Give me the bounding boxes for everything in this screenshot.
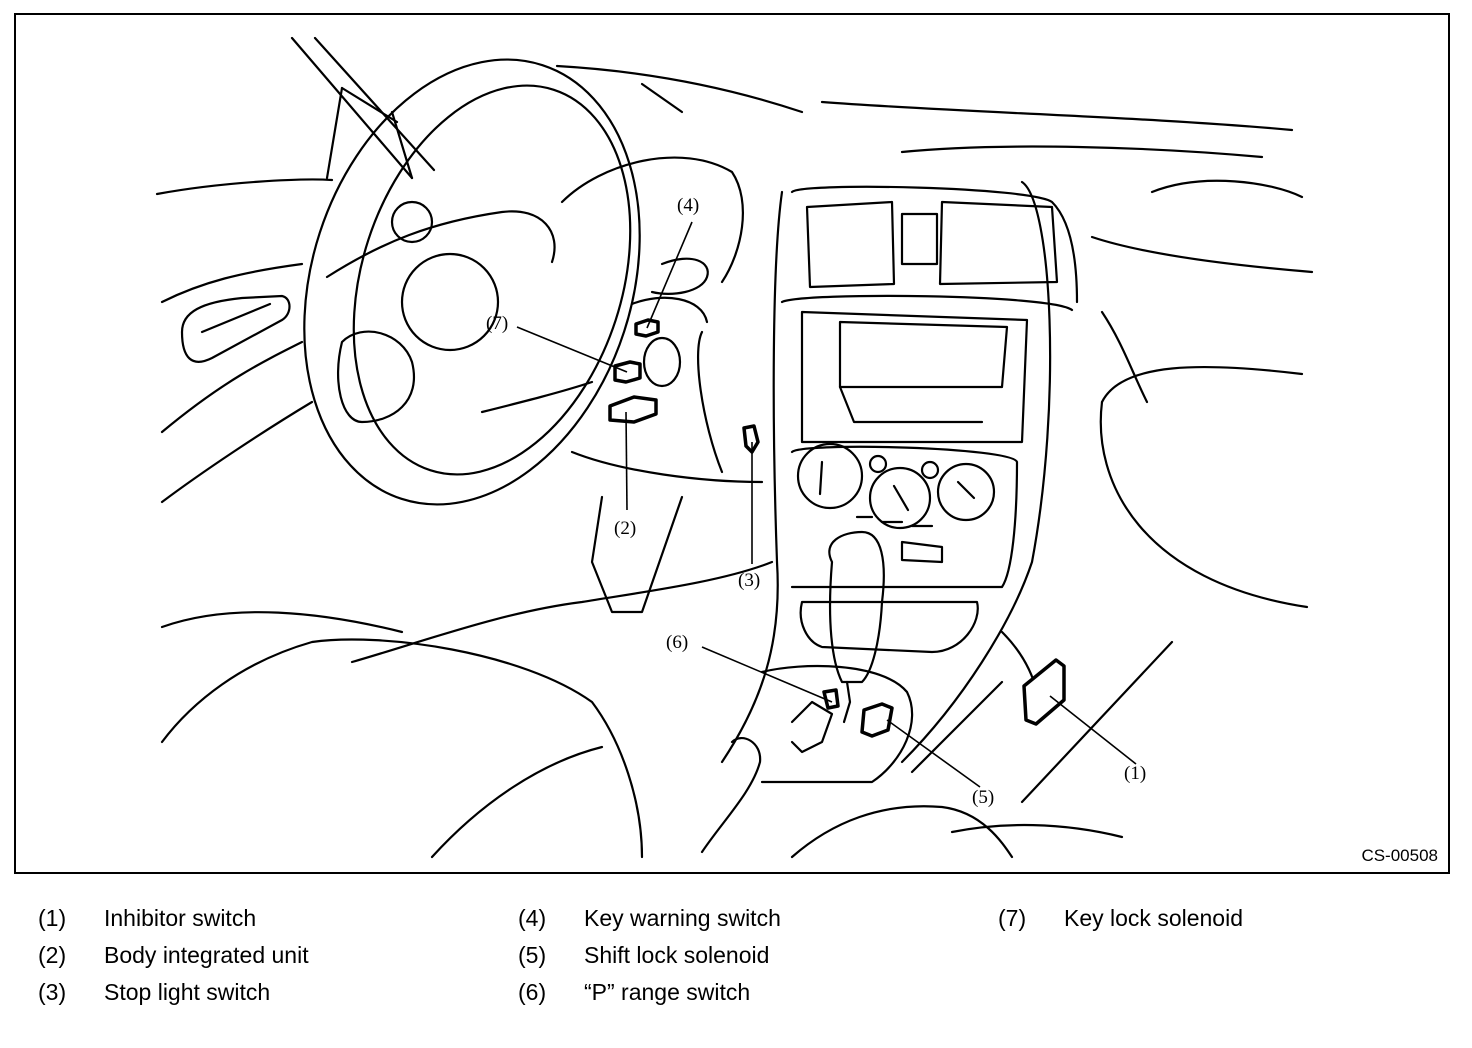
- center-stack: [720, 180, 1079, 764]
- legend-column-2: (4) Key warning switch (5) Shift lock sole…: [518, 900, 781, 1011]
- left-vent: [180, 294, 291, 363]
- windshield-pillar: [290, 36, 436, 180]
- callout-4: (4): [677, 195, 700, 216]
- part-shift-lock-solenoid: [860, 702, 894, 738]
- part-key-lock-solenoid: [613, 360, 642, 384]
- legend-item: (1) Inhibitor switch: [38, 900, 309, 937]
- interior-drawing: [155, 36, 1314, 859]
- steering-wheel: [303, 58, 641, 506]
- callout-2: (2): [614, 518, 637, 539]
- seats: [160, 560, 1124, 859]
- legend-text: Shift lock solenoid: [584, 942, 770, 968]
- legend-item: (5) Shift lock solenoid: [518, 937, 781, 974]
- legend-text: Stop light switch: [104, 979, 271, 1005]
- gauge-cluster: [560, 156, 764, 614]
- dashboard-outline: [155, 64, 1314, 609]
- legend-item: (4) Key warning switch: [518, 900, 781, 937]
- legend-number: (7): [998, 905, 1027, 931]
- legend-number: (4): [518, 905, 547, 931]
- figure-code: CS-00508: [1361, 846, 1438, 865]
- legend-column-1: (1) Inhibitor switch (2) Body integrated u…: [38, 900, 309, 1011]
- legend-text: Inhibitor switch: [104, 905, 257, 931]
- legend-number: (6): [518, 979, 547, 1005]
- legend-text: Key lock solenoid: [1064, 905, 1243, 931]
- legend-text: “P” range switch: [584, 979, 751, 1005]
- legend-number: (2): [38, 942, 67, 968]
- callout-1: (1): [1124, 763, 1147, 784]
- diagram-figure: (1) (2) (3) (4) (5) (6) (7) CS-00508: [14, 13, 1450, 874]
- legend-text: Key warning switch: [584, 905, 781, 931]
- callout-3: (3): [738, 570, 761, 591]
- callout-5: (5): [972, 787, 995, 808]
- component-parts: [608, 318, 1066, 738]
- legend-text: Body integrated unit: [104, 942, 309, 968]
- callout-6: (6): [666, 632, 689, 653]
- legend-column-3: (7) Key lock solenoid: [998, 900, 1243, 937]
- shift-lever: [700, 530, 914, 854]
- legend-item: (2) Body integrated unit: [38, 937, 309, 974]
- part-body-integrated-unit: [608, 395, 658, 424]
- callout-7: (7): [486, 313, 509, 334]
- leader-lines: [516, 221, 1137, 788]
- part-inhibitor-switch: [1022, 658, 1066, 726]
- legend-item: (3) Stop light switch: [38, 974, 309, 1011]
- legend-number: (1): [38, 905, 67, 931]
- legend-number: (5): [518, 942, 547, 968]
- legend-number: (3): [38, 979, 67, 1005]
- part-p-range-switch: [822, 688, 840, 710]
- part-stop-light-switch: [742, 424, 760, 454]
- legend-item: (6) “P” range switch: [518, 974, 781, 1011]
- legend-item: (7) Key lock solenoid: [998, 900, 1243, 937]
